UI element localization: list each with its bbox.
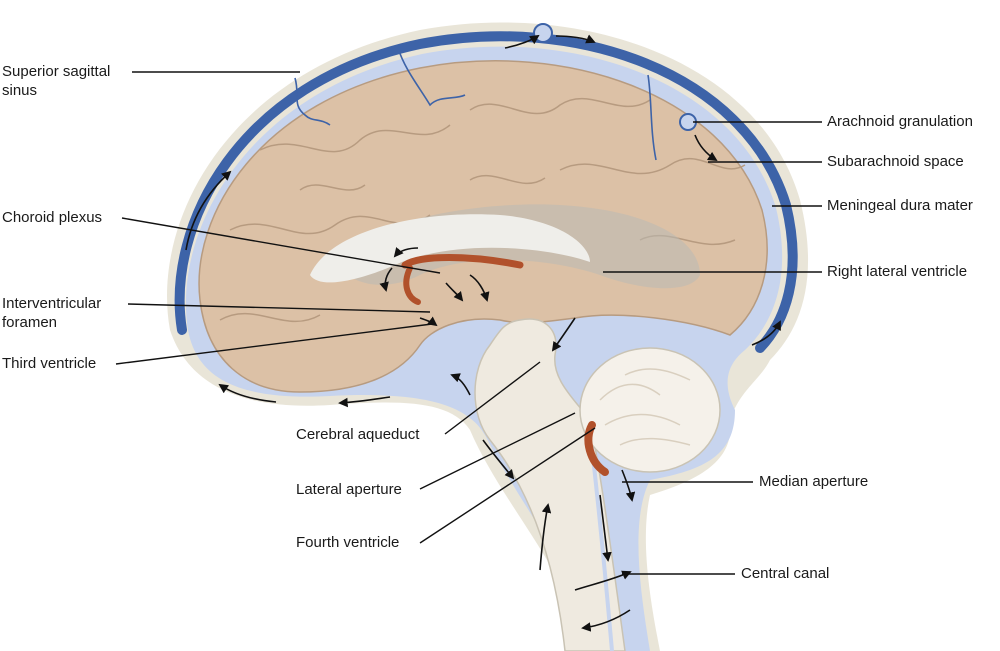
leader-lines xyxy=(115,71,822,575)
cerebral-veins xyxy=(294,47,657,161)
label-subarachnoid-space: Subarachnoid space xyxy=(827,153,964,170)
cerebellum xyxy=(579,347,721,473)
label-central-canal: Central canal xyxy=(741,565,830,582)
cerebellum-folia xyxy=(599,368,691,446)
corpus-callosum xyxy=(310,214,590,283)
dura-mater-band xyxy=(174,31,798,353)
label-cerebral-aqueduct: Cerebral aqueduct xyxy=(296,426,420,443)
label-fourth-ventricle: Fourth ventricle xyxy=(296,534,400,551)
label-median-aperture: Median aperture xyxy=(759,473,869,490)
label-third-ventricle: Third ventricle xyxy=(2,355,97,372)
choroid-plexus-tissue xyxy=(401,254,524,269)
fourth-ventricle-choroid xyxy=(584,421,609,476)
brainstem xyxy=(474,318,626,651)
gyri-lines xyxy=(219,97,746,323)
label-lateral-aperture: Lateral aperture xyxy=(296,481,402,498)
label-right-lateral-ventricle: Right lateral ventricle xyxy=(827,263,968,280)
label-meningeal-dura-mater: Meningeal dura mater xyxy=(827,197,973,214)
label-interventricular-foramen: Interventricular foramen xyxy=(2,295,102,331)
label-choroid-plexus: Choroid plexus xyxy=(2,209,103,226)
csf-flow-arrows xyxy=(185,34,781,632)
label-arachnoid-granulation: Arachnoid granulation xyxy=(827,113,973,130)
arachnoid-granulation-top xyxy=(533,23,553,43)
choroid-plexus-lower xyxy=(403,265,421,305)
label-superior-sagittal-sinus: Superior sagittal sinus xyxy=(2,63,111,99)
